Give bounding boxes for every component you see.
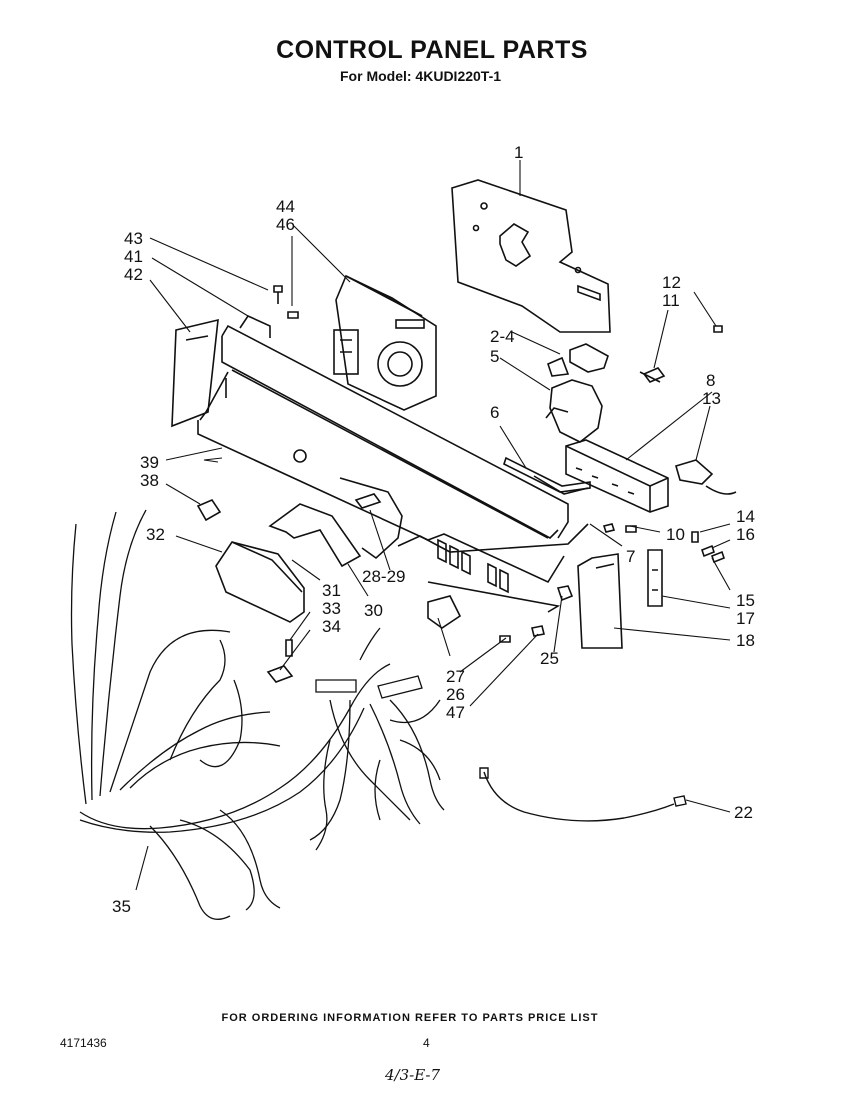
- switch-parts: [545, 343, 609, 443]
- callout-7: 7: [626, 547, 635, 566]
- callout-16: 16: [736, 525, 755, 544]
- callout-46: 46: [276, 215, 295, 234]
- callout-26: 26: [446, 685, 465, 704]
- timer-assembly-part: [333, 274, 437, 411]
- callout-labels: 1 2-4 5 6 7 8 10 11 12 13 14 15 16 17 18…: [112, 143, 755, 916]
- callout-10: 10: [666, 525, 685, 544]
- knob-parts: [427, 585, 574, 643]
- cord-part: [479, 767, 687, 822]
- console-panel-part: [197, 314, 589, 613]
- callout-38: 38: [140, 471, 159, 490]
- callout-47: 47: [446, 703, 465, 722]
- switch-bracket-part: [565, 439, 669, 513]
- callout-17: 17: [736, 609, 755, 628]
- left-endcap-part: [171, 318, 219, 428]
- callout-35: 35: [112, 897, 131, 916]
- screws-top-part: [273, 285, 299, 319]
- light-assembly-parts: [196, 449, 382, 683]
- callout-5: 5: [490, 347, 499, 366]
- callout-12: 12: [662, 273, 681, 292]
- callout-28-29: 28-29: [362, 567, 405, 586]
- callout-8: 8: [706, 371, 715, 390]
- callout-41: 41: [124, 247, 143, 266]
- callout-34: 34: [322, 617, 341, 636]
- callout-1: 1: [514, 143, 523, 162]
- callout-15: 15: [736, 591, 755, 610]
- callout-30: 30: [364, 601, 383, 620]
- callout-31: 31: [322, 581, 341, 600]
- handwritten-note: 4/3-E-7: [385, 1066, 441, 1084]
- callout-22: 22: [734, 803, 753, 822]
- ordering-note: FOR ORDERING INFORMATION REFER TO PARTS …: [221, 1012, 599, 1024]
- callout-14: 14: [736, 507, 755, 526]
- mounting-plate-part: [451, 179, 611, 333]
- callout-18: 18: [736, 631, 755, 650]
- leader-lines: [135, 160, 731, 891]
- model-subtitle: For Model: 4KUDI220T-1: [340, 68, 502, 84]
- page-title: CONTROL PANEL PARTS: [276, 36, 588, 64]
- callout-42: 42: [124, 265, 143, 284]
- clip-parts: [639, 325, 737, 495]
- callout-32: 32: [146, 525, 165, 544]
- right-endcap-part: [577, 553, 623, 649]
- callout-11: 11: [662, 291, 680, 310]
- hardware-right-parts: [602, 523, 725, 607]
- callout-43: 43: [124, 229, 143, 248]
- page-number: 4: [423, 1036, 430, 1050]
- wiring-harness-part: [70, 509, 445, 920]
- callout-33: 33: [322, 599, 341, 618]
- callout-6: 6: [490, 403, 499, 422]
- callout-2-4: 2-4: [490, 327, 515, 346]
- callout-13: 13: [702, 389, 721, 408]
- callout-44: 44: [276, 197, 295, 216]
- document-number: 4171436: [60, 1036, 107, 1050]
- rail-part: [503, 456, 591, 495]
- callout-25: 25: [540, 649, 559, 668]
- callout-27: 27: [446, 667, 465, 686]
- callout-39: 39: [140, 453, 159, 472]
